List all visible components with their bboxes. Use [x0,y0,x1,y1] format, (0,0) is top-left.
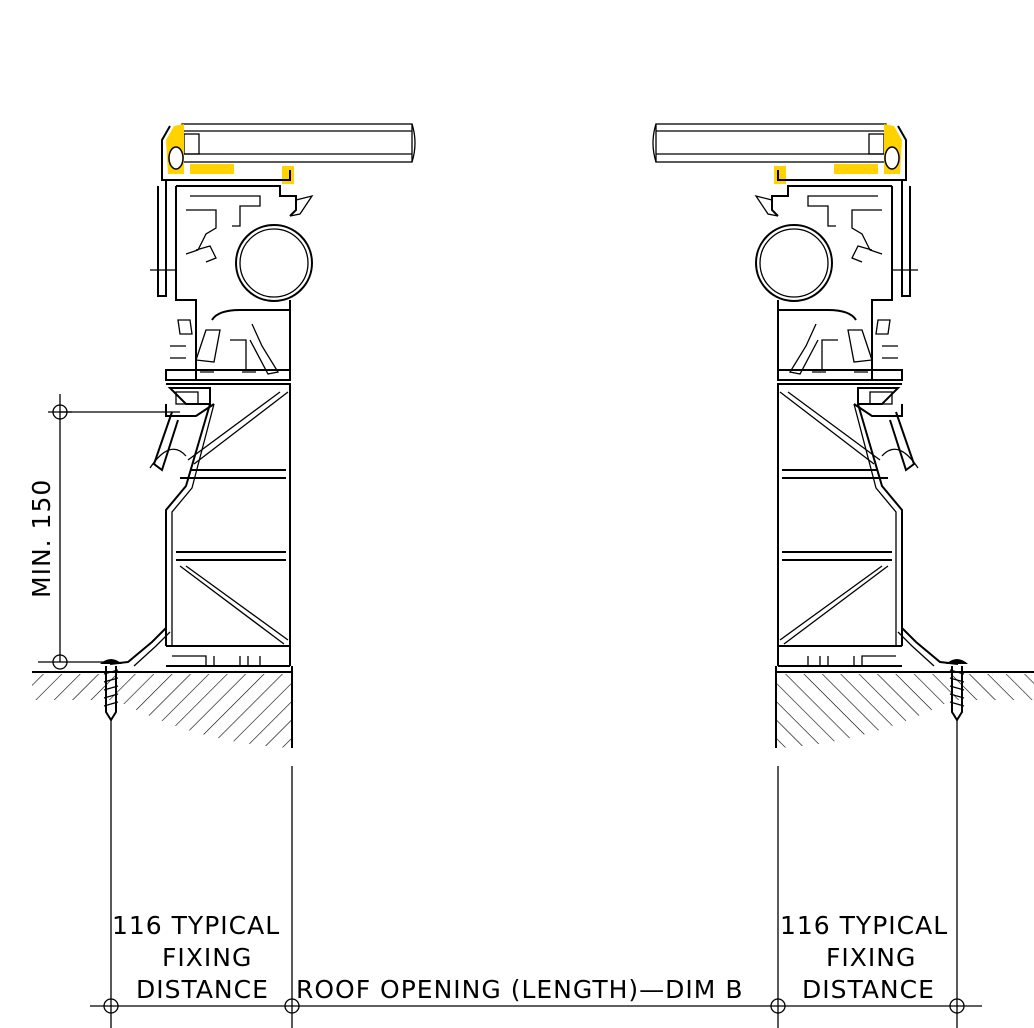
roof-opening-label: ROOF OPENING (LENGTH)—DIM B [296,975,743,1004]
left-fixing-label-line2: FIXING [162,943,252,972]
right-fixing-label-line1: 116 TYPICAL [780,911,948,940]
min-height-dimension [38,394,180,670]
left-fixing-label-line1: 116 TYPICAL [112,911,280,940]
right-fixing-label-line2: FIXING [826,943,916,972]
extension-lines [110,720,958,1028]
right-fixing-label-line3: DISTANCE [802,975,935,1004]
right-upstand [652,123,1034,749]
roof-opening-dimension [90,998,982,1014]
min-height-label: MIN. 150 [27,479,56,598]
left-upstand [31,123,416,749]
left-fixing-label-line3: DISTANCE [136,975,269,1004]
